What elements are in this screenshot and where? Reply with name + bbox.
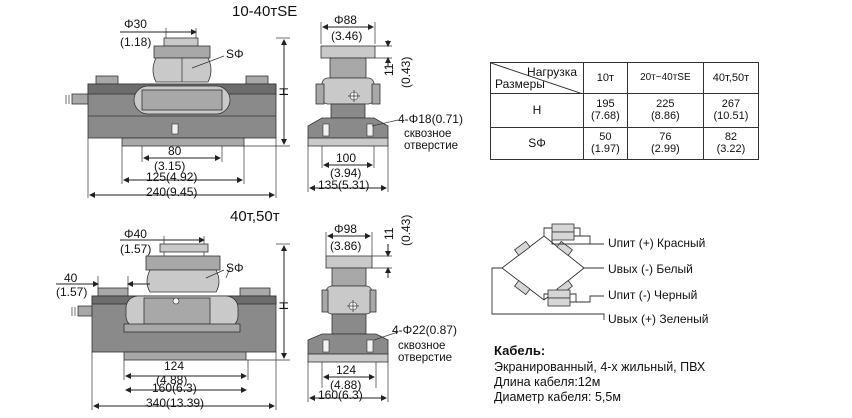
table-corner-cell: Нагрузка Размеры [490, 61, 584, 95]
top-front-dim-80-in: (3.15) [154, 159, 185, 173]
top-front-dia-in: (1.18) [120, 35, 151, 49]
top-side-dim-100-in: (3.94) [330, 166, 361, 180]
bottom-front-height: H [277, 301, 291, 310]
bottom-front-dim-340: 340(13.39) [146, 396, 204, 410]
table-cell: 76(2.99) [626, 126, 704, 161]
table-cell: 50(1.97) [583, 126, 628, 161]
top-front-view: 10-40тSE Φ30 (1.18) SΦ [65, 3, 297, 199]
top-front-dim-240: 240(9.45) [146, 185, 197, 199]
bottom-front-dim-124-in: (4.88) [156, 373, 187, 387]
bottom-side-view: Φ98 (3.86) 11 (0.43) 4-Φ22(0.87) сквозно… [307, 215, 457, 402]
top-side-dim-100: 100 [336, 151, 356, 165]
table-cell: 195(7.68) [583, 93, 628, 128]
bottom-front-dim-160: 160(6.3) [152, 381, 197, 395]
bridge-resistor-2 [556, 240, 573, 256]
bottom-side-dim-124: 124 [336, 363, 356, 377]
compensation-resistor-top-2 [551, 231, 575, 241]
cable-spec-line: Экранированный, 4-х жильный, ПВХ [494, 360, 706, 374]
wire-label-output-plus: Uвых (+) Зеленый [608, 312, 709, 326]
compensation-resistor-bottom [547, 289, 571, 299]
bottom-front-dia: Φ40 [124, 227, 147, 241]
bottom-side-hole: 4-Φ22(0.87) [392, 323, 457, 337]
bottom-front-dia-in: (1.57) [120, 242, 151, 256]
dimension-table: Нагрузка Размеры 10т 20т~40тSE 40т,50т H… [490, 61, 760, 161]
top-side-dim-11-in: (0.43) [399, 57, 413, 88]
table-cell: 82(3.22) [702, 126, 760, 161]
bottom-front-view: 40т,50т Φ40 (1.57) SΦ 40 [56, 208, 291, 410]
bottom-side-dia-in: (3.86) [330, 239, 361, 253]
bottom-side-hole-note2: отверстие [398, 352, 452, 364]
compensation-resistor-bottom-2 [547, 297, 571, 307]
top-front-dim-80: 80 [168, 144, 182, 158]
bridge-resistor-4 [514, 280, 531, 296]
bottom-side-dim-160: 160(6.3) [318, 388, 363, 402]
table-row-label-sphere: SΦ [490, 126, 584, 161]
top-side-view: Φ88 (3.46) 11 (0.43) 4-Φ18(0.71) сквозно… [307, 13, 463, 192]
bottom-front-dim-40: 40 [64, 271, 78, 285]
wiring-diagram [491, 223, 605, 320]
top-side-hole: 4-Φ18(0.71) [398, 112, 463, 126]
bottom-side-dim-11: 11 [382, 227, 396, 240]
bottom-front-dim-124: 124 [164, 359, 184, 373]
wire-label-supply-minus: Uпит (-) Черный [608, 288, 698, 302]
top-side-dim-11: 11 [382, 63, 396, 76]
table-cell: 267(10.51) [702, 93, 760, 128]
table-header-load: Нагрузка [527, 65, 577, 79]
compensation-resistor-top [551, 223, 575, 233]
wire-label-supply-plus: Uпит (+) Красный [608, 236, 706, 250]
cable-spec-line: Длина кабеля:12м [494, 375, 601, 389]
bottom-side-dim-11-in: (0.43) [399, 215, 413, 246]
table-cell: 225(8.86) [626, 93, 704, 128]
top-front-dia: Φ30 [124, 17, 147, 31]
bottom-side-dia: Φ98 [334, 222, 357, 236]
top-side-dia: Φ88 [334, 13, 357, 27]
top-side-hole-note2: отверстие [404, 140, 458, 152]
bottom-front-dim-40-in: (1.57) [56, 285, 87, 299]
table-col-2: 20т~40тSE [626, 61, 704, 95]
table-row-label-h: H [490, 93, 584, 128]
table-col-3: 40т,50т [702, 61, 760, 95]
top-front-dim-125: 125(4.92) [146, 170, 197, 184]
top-side-dia-in: (3.46) [331, 29, 362, 43]
bottom-side-dim-124-in: (4.88) [330, 378, 361, 392]
cable-spec-line: Диаметр кабеля: 5,5м [494, 390, 621, 404]
bottom-front-sphere: SΦ [226, 261, 244, 275]
top-side-dim-135: 135(5.31) [318, 178, 369, 192]
bridge-resistor-1 [514, 240, 531, 256]
bottom-side-hole-note1: сквозное [398, 340, 445, 352]
cable-title: Кабель: [494, 343, 546, 358]
top-title: 10-40тSE [232, 3, 297, 20]
top-front-sphere: SΦ [226, 47, 244, 61]
top-side-hole-note1: сквозное [404, 128, 451, 140]
table-header-sizes: Размеры [495, 77, 545, 92]
table-col-1: 10т [583, 61, 628, 95]
bottom-title: 40т,50т [230, 208, 280, 225]
table-diagonal [491, 63, 583, 94]
top-front-height: H [277, 87, 291, 96]
wire-label-output-minus: Uвых (-) Белый [608, 262, 693, 276]
